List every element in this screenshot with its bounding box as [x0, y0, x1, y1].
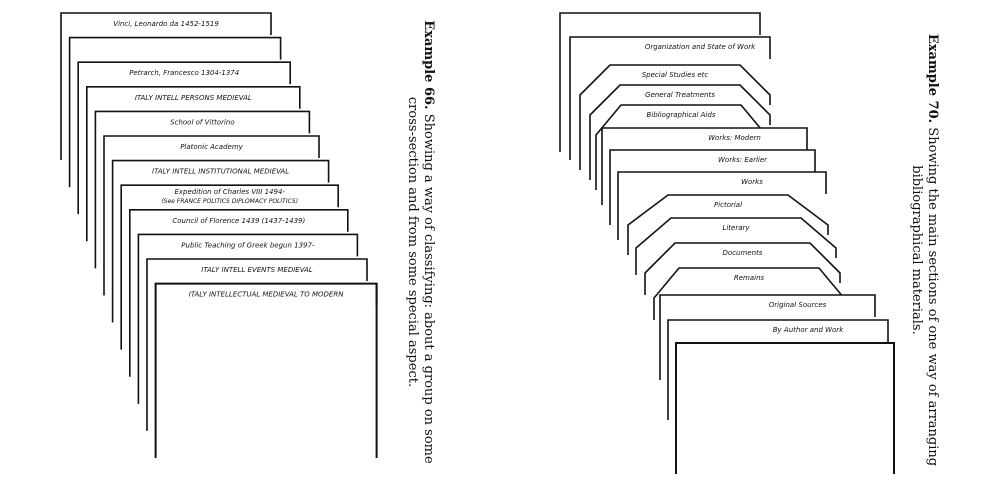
example-66-card-label: Platonic Academy [180, 143, 243, 151]
example-70-caption: Showing the main sections of one way of … [909, 127, 940, 467]
example-70-card-label: By Author and Work [773, 326, 844, 334]
example-66-card-label: ITALY INTELL EVENTS MEDIEVAL [201, 266, 312, 274]
example-70-card [675, 342, 895, 474]
example-66-card-label: ITALY INTELLECTUAL MEDIEVAL TO MODERN [189, 291, 344, 299]
example-70-card-label: Organization and State of Work [645, 43, 756, 51]
example-66-caption-block: Example 66. Showing a way of classifying… [404, 12, 436, 472]
example-70-card-label: Bibliographical Aids [647, 111, 716, 119]
example-70-caption-block: Example 70. Showing the main sections of… [908, 20, 940, 480]
example-66-card-label: Public Teaching of Greek begun 1397- [181, 241, 315, 249]
example-66-card: ITALY INTELLECTUAL MEDIEVAL TO MODERN [154, 282, 378, 458]
example-66-card-label: Petrarch, Francesco 1304-1374 [129, 69, 239, 77]
example-70-card-label: Documents [723, 249, 763, 257]
example-66-caption: Showing a way of classifying: about a gr… [405, 96, 436, 464]
example-70-card-label: General Treatments [645, 91, 715, 99]
example-70-card-label: Literary [722, 224, 750, 232]
example-70-number: Example 70. [925, 33, 940, 124]
example-70-card-label: Special Studies etc [642, 71, 709, 79]
example-70-card-label: Works: Modern [708, 134, 761, 142]
example-70-card-label: Original Sources [769, 301, 827, 309]
example-66-card-sublabel: (See FRANCE POLITICS DIPLOMACY POLITICS) [161, 198, 298, 205]
example-66-card-label: ITALY INTELL PERSONS MEDIEVAL [135, 94, 252, 102]
example-70-card-label: Remains [734, 274, 765, 282]
example-66-card-label: Council of Florence 1439 (1437-1439) [172, 217, 305, 225]
example-70-card-label: Pictorial [714, 201, 742, 209]
example-66-card-label: ITALY INTELL INSTITUTIONAL MEDIEVAL [152, 168, 289, 176]
example-66-card-label: Vinci, Leonardo da 1452-1519 [113, 20, 219, 28]
example-70-card-label: Works: Earlier [718, 156, 768, 164]
example-66-card-label: Expedition of Charles VIII 1494- [174, 188, 285, 196]
example-66-card-label: School of Vittorino [170, 118, 234, 126]
example-70-card-label: Works [741, 178, 763, 186]
example-66-number: Example 66. [421, 20, 436, 110]
